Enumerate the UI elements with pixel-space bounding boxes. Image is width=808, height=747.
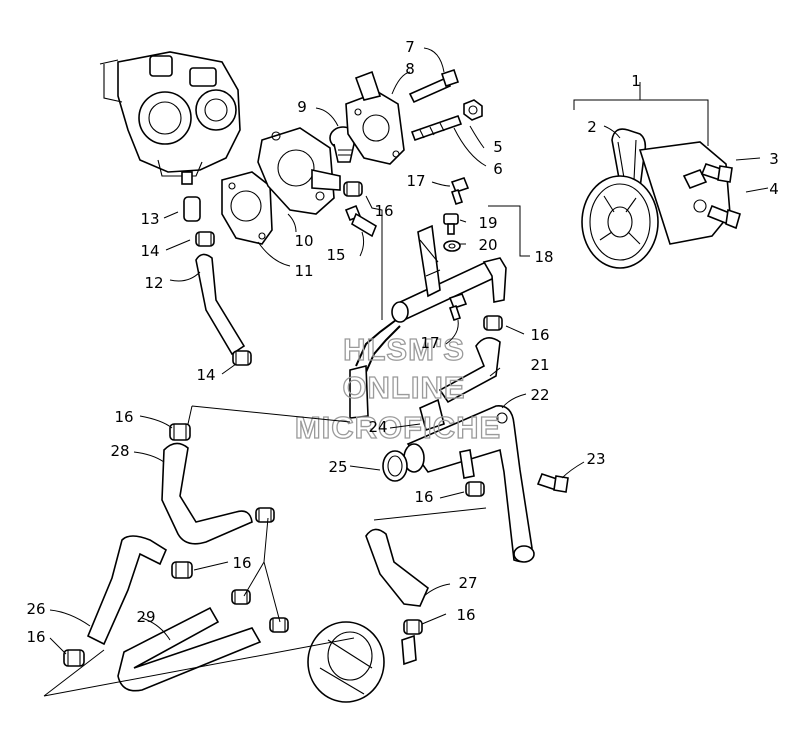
bolt-17-a (450, 177, 470, 206)
callout-15: 15 (326, 246, 345, 264)
bolt-17-b (448, 293, 468, 322)
callout-26: 26 (26, 600, 45, 618)
clamp-14-top (195, 231, 215, 247)
sensor-15 (344, 204, 377, 238)
callout-18: 18 (534, 248, 553, 266)
hose-29 (117, 606, 262, 692)
watermark-line-1: HLSM'S (343, 332, 465, 367)
callout-14-b: 14 (196, 366, 215, 384)
outlet-housing-8 (345, 70, 405, 165)
heater-core (307, 621, 417, 703)
clamp-16-f (171, 561, 193, 579)
stud-6 (410, 114, 463, 142)
callout-16-a: 16 (374, 202, 393, 220)
callout-4: 4 (769, 180, 779, 198)
callout-16-d: 16 (414, 488, 433, 506)
hose-12 (195, 253, 246, 356)
callout-17-a: 17 (406, 172, 425, 190)
bolt-19 (443, 213, 459, 235)
clamp-16-b (483, 315, 503, 331)
hose-27 (365, 528, 429, 607)
callout-14-a: 14 (140, 242, 159, 260)
pipe-assembly-18 (349, 224, 507, 419)
gasket-11 (221, 171, 273, 245)
throttle-body (99, 51, 241, 185)
callout-16-b: 16 (530, 326, 549, 344)
elbow-22 (403, 405, 535, 563)
callout-16-g: 16 (26, 628, 45, 646)
callout-21: 21 (530, 356, 549, 374)
callout-13: 13 (140, 210, 159, 228)
callout-12: 12 (144, 274, 163, 292)
nut-5 (463, 99, 483, 121)
callout-5: 5 (493, 138, 503, 156)
hose-26 (86, 535, 168, 646)
callout-3: 3 (769, 150, 779, 168)
watermark-line-2: ONLINE (342, 370, 465, 405)
clamp-16-g (63, 649, 85, 667)
watermark-line-3: MICROFICHE (295, 410, 501, 445)
callout-29: 29 (136, 608, 155, 626)
clamp-16-c (465, 481, 485, 497)
clamp-16-a (343, 181, 363, 197)
callout-numbers: 1 2 3 4 5 6 7 8 9 10 11 12 13 14 14 15 1… (26, 38, 778, 646)
hose-28 (161, 442, 253, 545)
callout-2: 2 (587, 118, 597, 136)
callout-8: 8 (405, 60, 415, 78)
callout-1: 1 (631, 72, 641, 90)
callout-28: 28 (110, 442, 129, 460)
callout-16-c: 16 (114, 408, 133, 426)
callout-16-e: 16 (232, 554, 251, 572)
callout-16-f: 16 (456, 606, 475, 624)
bolt-3 (700, 163, 733, 183)
o-ring-25 (382, 450, 408, 482)
washer-20 (443, 240, 461, 252)
bolt-23 (536, 473, 569, 493)
leader-lines (43, 47, 769, 697)
callout-22: 22 (530, 386, 549, 404)
clamp-16-j (403, 619, 423, 635)
o-ring-2 (611, 128, 647, 189)
bolt-4 (706, 204, 741, 230)
callout-20: 20 (478, 236, 497, 254)
thermostat-housing-10 (257, 127, 341, 215)
callout-10: 10 (294, 232, 313, 250)
clamp-16-h (231, 589, 251, 605)
fitting-13 (183, 196, 201, 222)
callout-23: 23 (586, 450, 605, 468)
callout-11: 11 (294, 262, 313, 280)
water-pump-1 (581, 141, 731, 269)
callout-24: 24 (368, 418, 387, 436)
callout-17-b: 17 (420, 334, 439, 352)
clamp-14-bottom (232, 350, 252, 366)
clamp-16-d (169, 423, 191, 441)
clamp-16-e (255, 507, 275, 523)
callout-27: 27 (458, 574, 477, 592)
callout-9: 9 (297, 98, 307, 116)
fitting-24 (419, 398, 445, 432)
callout-25: 25 (328, 458, 347, 476)
callout-7: 7 (405, 38, 415, 56)
callout-6: 6 (493, 160, 503, 178)
hose-21 (438, 337, 501, 404)
callout-19: 19 (478, 214, 497, 232)
bolt-7 (408, 68, 460, 104)
